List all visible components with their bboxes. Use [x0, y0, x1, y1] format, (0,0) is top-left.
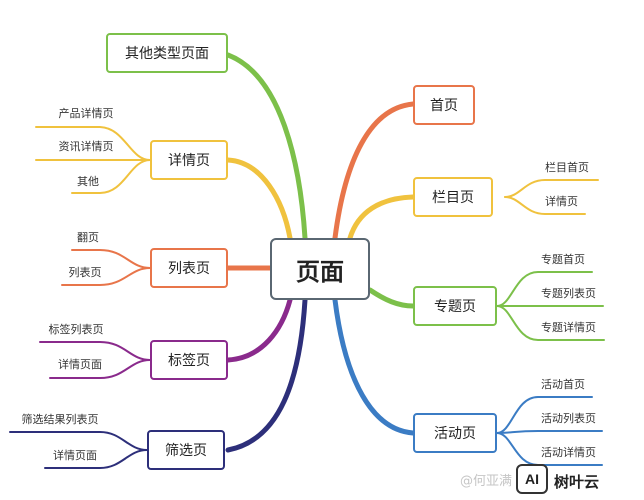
branch-list[interactable]: 列表页 — [150, 248, 228, 288]
leaf-other: 其他 — [77, 175, 99, 188]
connector-other-types — [225, 52, 308, 241]
branch-activity[interactable]: 活动页 — [413, 413, 497, 453]
leaf-topic-home: 专题首页 — [541, 253, 585, 266]
connector-tag — [225, 297, 293, 363]
watermark-author: @何亚满 — [460, 473, 513, 489]
leaf-topic-detail: 专题详情页 — [541, 321, 596, 334]
branch-filter[interactable]: 筛选页 — [147, 430, 225, 470]
leaf-column-detail: 详情页 — [545, 195, 578, 208]
leaf-tag-detail: 详情页面 — [58, 358, 102, 371]
branch-tag[interactable]: 标签页 — [150, 340, 228, 380]
connector-filter — [225, 297, 308, 453]
leaf-news-detail: 资讯详情页 — [58, 140, 114, 153]
branch-detail[interactable]: 详情页 — [150, 140, 228, 180]
connector-column — [347, 194, 416, 241]
branch-other-types[interactable]: 其他类型页面 — [106, 33, 228, 73]
watermark-brand: 树叶云 — [554, 473, 600, 491]
branch-column[interactable]: 栏目页 — [413, 177, 493, 217]
root-node[interactable]: 页面 — [270, 238, 370, 300]
leaf-activity-home: 活动首页 — [541, 378, 585, 391]
leaf-product-detail: 产品详情页 — [58, 107, 114, 120]
branch-home[interactable]: 首页 — [413, 85, 475, 125]
connector-detail — [225, 157, 293, 241]
connector-topic — [367, 287, 416, 309]
leaf-tag-list: 标签列表页 — [48, 323, 104, 336]
branch-topic[interactable]: 专题页 — [413, 286, 497, 326]
leaf-filter-detail: 详情页面 — [53, 449, 97, 462]
leaf-column-home: 栏目首页 — [545, 161, 589, 174]
leaf-list-page: 列表页 — [68, 266, 102, 279]
leaf-activity-detail: 活动详情页 — [541, 446, 596, 459]
watermark: @何亚满 AI 树叶云 — [458, 458, 644, 500]
brand-logo-icon: AI — [516, 464, 548, 494]
connector-home — [332, 101, 416, 241]
leaf-pagination: 翻页 — [77, 231, 99, 244]
leaf-activity-list: 活动列表页 — [541, 412, 596, 425]
connector-activity — [332, 297, 416, 436]
leaf-topic-list: 专题列表页 — [541, 287, 596, 300]
leaf-filter-result: 筛选结果列表页 — [21, 413, 99, 426]
